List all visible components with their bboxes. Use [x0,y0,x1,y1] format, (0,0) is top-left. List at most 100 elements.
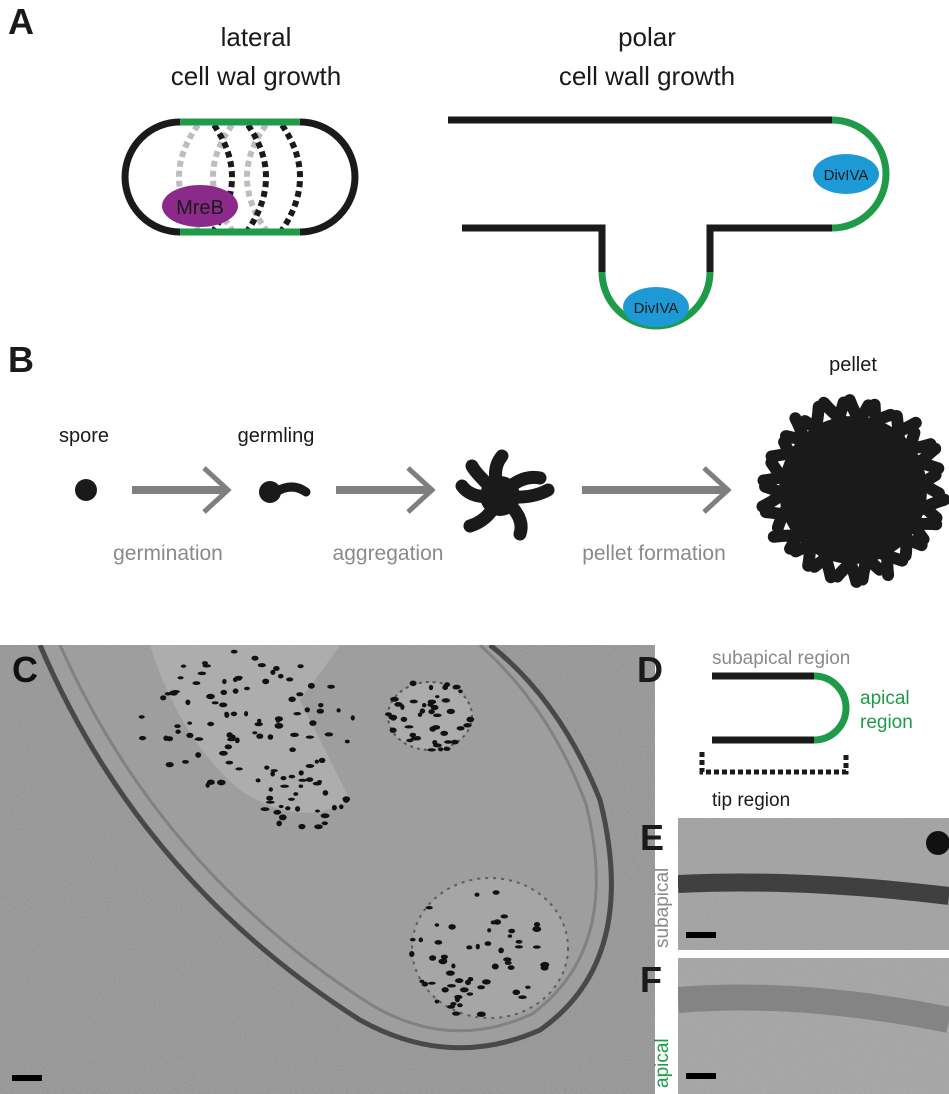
aggregation-label: aggregation [333,542,444,565]
ribosome-particle [452,684,461,690]
divIVA-label-tip: DivIVA [824,167,869,184]
pellet-label: pellet [829,354,877,376]
cell-wall-outline [121,118,359,236]
ribosome-particle [432,740,438,745]
ribosome-particle [419,708,426,714]
tip-region-bracket [699,752,849,775]
ribosome-particle [304,707,310,713]
ribosome-particle [220,689,228,696]
ribosome-particle [207,721,215,727]
ribosome-particle [515,939,523,944]
subapical-cell-wall [678,873,949,905]
ribosome-particle [477,985,485,990]
divIVA-protein-branch [623,287,689,327]
pellet-hypha [765,446,801,463]
ribosome-particle [533,922,541,927]
ribosome-particle [297,664,304,669]
ribosome-particle [409,951,415,957]
subapical-region-label: subapical region [712,648,850,669]
ribosome-particle [270,769,278,773]
ribosome-particle [232,688,239,694]
apical-side-label: apical [652,1038,673,1088]
ribosome-particle [429,955,437,961]
dense-particle [926,831,949,855]
ribosome-particle [540,961,550,968]
apical-region-label-line2: region [860,712,913,733]
ribosome-particle [463,723,472,728]
spore-icon [75,479,97,501]
pellet-hypha [802,533,816,572]
ribosome-particle [444,682,451,687]
germination-label: germination [113,542,223,565]
ribosome-particle [182,760,189,764]
tip-schematic-wall [712,672,814,744]
ribosome-particle [532,945,541,949]
ribosome-particle [298,778,308,782]
ribosome-particle [409,699,418,704]
tip-region-label: tip region [712,790,790,811]
ribosome-particle [318,703,324,708]
ribosome-particle [231,734,236,740]
ribosome-particle [390,696,399,702]
ribosome-particle [331,804,337,811]
ribosome-particle [290,732,299,738]
ribosome-particle [175,729,181,734]
ribosome-particle [425,906,433,910]
ribosome-particle [417,712,423,717]
panel-b-letter: B [8,339,34,380]
ribosome-particle [457,1003,463,1008]
hypha-cell-wall-outer [37,645,614,1051]
vesicle-lower [411,877,569,1019]
pellet-hypha [771,503,792,534]
ribosome-particle [418,937,423,943]
polar-title-line1: polar [618,22,676,52]
ribosome-particle [327,684,335,689]
ribosome-particle [441,987,449,993]
ribosome-particle [217,779,226,786]
ribosome-particle [450,1002,457,1006]
ribosome-particle [321,821,328,826]
ribosome-particle [201,661,208,666]
ribosome-particle [138,715,145,719]
ribosome-particle [265,800,275,804]
ribosome-particle [474,892,480,897]
ribosome-particle [482,979,491,985]
pellet-hypha [838,545,863,588]
ribosome-particle [244,711,249,717]
ribosome-particle [195,752,202,758]
ribosome-particle [466,992,474,996]
ribosome-particle [452,1011,461,1016]
ribosome-particle [451,963,456,969]
ribosome-particle [194,737,204,741]
ribosome-particle [400,716,408,722]
dashed-arcs-dark [211,123,303,232]
ribosome-particle [219,750,228,756]
ribosome-particle [260,807,270,812]
pellet-hypha [876,547,909,567]
ribosome-particle [278,673,284,679]
ribosome-particle [440,954,448,960]
ribosome-particle [280,776,287,781]
ribosome-particle [164,692,172,696]
ribosome-particle [197,671,207,676]
ribosome-particle [314,824,323,830]
pellet-icon [756,394,949,588]
ribosome-particle [454,996,460,1003]
ribosome-particle [491,963,499,970]
ribosome-particle [180,664,187,668]
pellet-hypha [757,466,800,487]
ribosome-particle [317,780,323,784]
ribosome-particle [273,809,282,815]
ribosome-particle [316,708,324,714]
ribosome-particle [431,725,441,730]
pellet-hypha [817,396,849,427]
ribosome-particle [289,747,296,752]
ribosome-particle [270,669,276,675]
ribosome-particle [192,681,201,685]
ribosome-particle [174,724,181,728]
ribosome-particle [224,744,232,750]
ribosome-particle [298,784,304,788]
ribosome-particle [434,940,443,945]
ribosome-particle [206,693,215,700]
ribosome-particle [306,777,314,782]
